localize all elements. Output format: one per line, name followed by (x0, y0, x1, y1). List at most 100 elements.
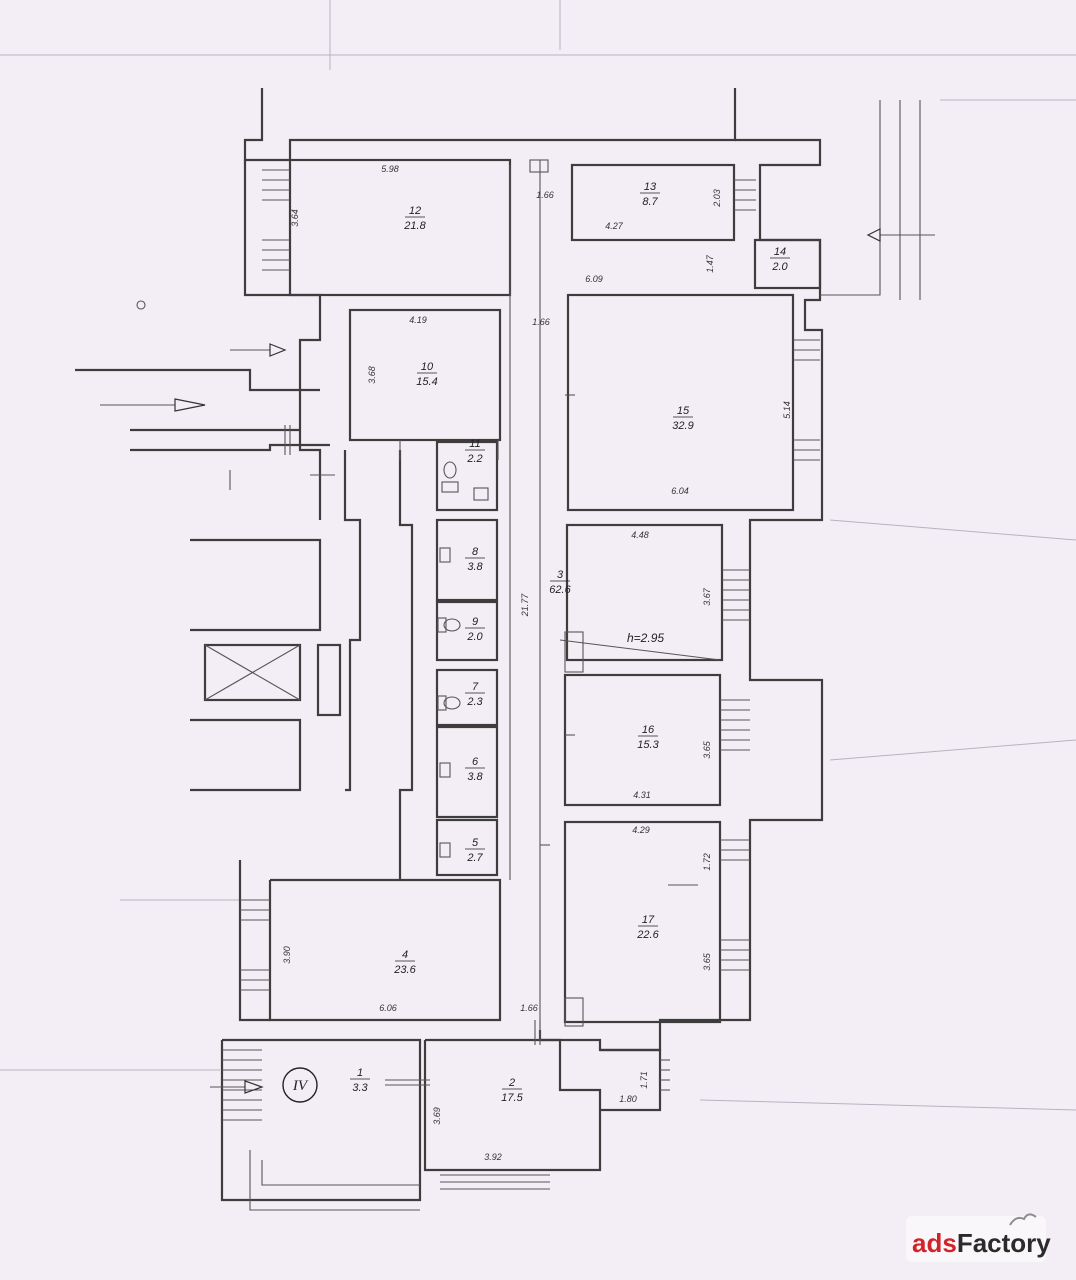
room-number: 16 (642, 724, 655, 736)
room-number: 5 (472, 837, 479, 849)
dimension-label: 6.06 (379, 1003, 397, 1013)
arrow-right-icon (100, 398, 206, 412)
dimension-label: 3.90 (282, 946, 292, 964)
room-label: 17 22.6 (636, 914, 659, 941)
stairs-room15 (793, 339, 820, 461)
dimension-label: 6.09 (585, 274, 603, 284)
arrow-right-icon (210, 1080, 264, 1094)
entrance-arrows (100, 228, 935, 1094)
dimension-label: 3.65 (702, 952, 712, 971)
room-number: 12 (409, 205, 421, 217)
dimension-label: 3.69 (432, 1107, 442, 1125)
room-area: 3.8 (467, 561, 483, 573)
factory-smoke-icon (1009, 1213, 1037, 1226)
sink-icon (473, 487, 489, 501)
room-label: 142.0 (770, 246, 790, 273)
dimension-label: 1.66 (536, 190, 554, 200)
room-area: 23.6 (393, 964, 416, 976)
watermark: adsFactory (906, 1213, 1051, 1262)
room-number: 1 (357, 1067, 363, 1079)
room-label: 217.5 (501, 1077, 523, 1104)
arrow-left-icon (866, 228, 935, 242)
room-area: 22.6 (636, 929, 659, 941)
room-area: 2.0 (771, 261, 788, 273)
room-area: 3.8 (467, 771, 483, 783)
dimension-labels: 5.98 3.64 1.66 2.0 3 4.27 1.47 6.09 4.19 1.66 3.68… (282, 164, 792, 1162)
room-area: 3.3 (352, 1082, 368, 1094)
dimension-label: 4.29 (632, 825, 650, 835)
room-number: 4 (402, 949, 408, 961)
room-label: 72.3 (465, 681, 485, 708)
room-area: 17.5 (501, 1092, 523, 1104)
dimension-label: 4.48 (631, 530, 649, 540)
dimension-label: 5.14 (782, 401, 792, 419)
dimension-label: 4.31 (633, 790, 651, 800)
room-area: 62.6 (549, 584, 571, 596)
watermark-part1: ads (912, 1228, 957, 1258)
room-area: 2.0 (466, 631, 483, 643)
toilet-icon (437, 617, 461, 633)
stairs-room4 (240, 899, 270, 991)
stairs-right-low (720, 839, 750, 971)
room-label: 12 21.8 (403, 205, 426, 232)
dimension-label: 3.68 (367, 366, 377, 384)
dimension-label: 3.64 (290, 209, 300, 227)
sink-icon (439, 547, 451, 563)
room-label: 13.3 (350, 1067, 370, 1094)
room-number: 11 (469, 438, 480, 450)
room-number: 2 (508, 1077, 515, 1089)
dimension-label: 1.72 (702, 853, 712, 871)
room-area: 2.2 (466, 453, 482, 465)
stairs-right-entrance (660, 1059, 670, 1091)
ceiling-height-label: h=2.95 (627, 631, 664, 645)
stairs-left-top (262, 169, 290, 271)
dimension-label: 1.47 (705, 254, 715, 273)
sanitary-fixtures (437, 461, 489, 858)
bottom-steps (440, 1174, 550, 1190)
dimension-label: 3.67 (702, 587, 712, 606)
sink-icon (439, 762, 451, 778)
entrance-stairs (222, 1049, 262, 1121)
room-area: 32.9 (672, 420, 693, 432)
room-number: 13 (644, 181, 657, 193)
stairs-right-mid (720, 569, 750, 751)
room-area: 21.8 (403, 220, 426, 232)
room-label: 92.0 (465, 616, 485, 643)
room-number: 3 (557, 569, 564, 581)
dimension-label: 3.92 (484, 1152, 502, 1162)
room-number: 9 (472, 616, 478, 628)
background-traces (0, 0, 1076, 1111)
room-label: 362.6 (549, 569, 571, 596)
svg-text:adsFactory: adsFactory (912, 1228, 1051, 1258)
door-ticks (229, 394, 698, 1086)
toilet-icon (437, 695, 461, 711)
room-label: 83.8 (465, 546, 485, 573)
room-label: 15 32.9 (672, 405, 693, 432)
watermark-part2: Factory (957, 1228, 1051, 1258)
room-area: 2.7 (466, 852, 483, 864)
dimension-label: 1.71 (639, 1071, 649, 1089)
dimension-label: 21.77 (520, 593, 530, 618)
dimension-label: 6.04 (671, 486, 689, 496)
dimension-label: 4.19 (409, 315, 427, 325)
room-area: 15.4 (416, 376, 437, 388)
dimension-label: 1.66 (532, 317, 550, 327)
dimension-label: 5.98 (381, 164, 399, 174)
arrow-right-icon (230, 343, 287, 357)
dimension-label: 1.66 (520, 1003, 538, 1013)
dimension-label: 4.27 (605, 221, 624, 231)
entrance-marker: IV (282, 1067, 318, 1103)
room-number: 8 (472, 546, 479, 558)
entrance-mark-label: IV (292, 1078, 309, 1094)
room-label: 138.7 (640, 181, 660, 208)
room-number: 15 (677, 405, 690, 417)
toilet-icon (441, 461, 459, 493)
room-walls (75, 158, 822, 1030)
stairs-right-top (734, 179, 756, 211)
room-number: 17 (642, 914, 655, 926)
dimension-label: 1.80 (619, 1094, 637, 1104)
